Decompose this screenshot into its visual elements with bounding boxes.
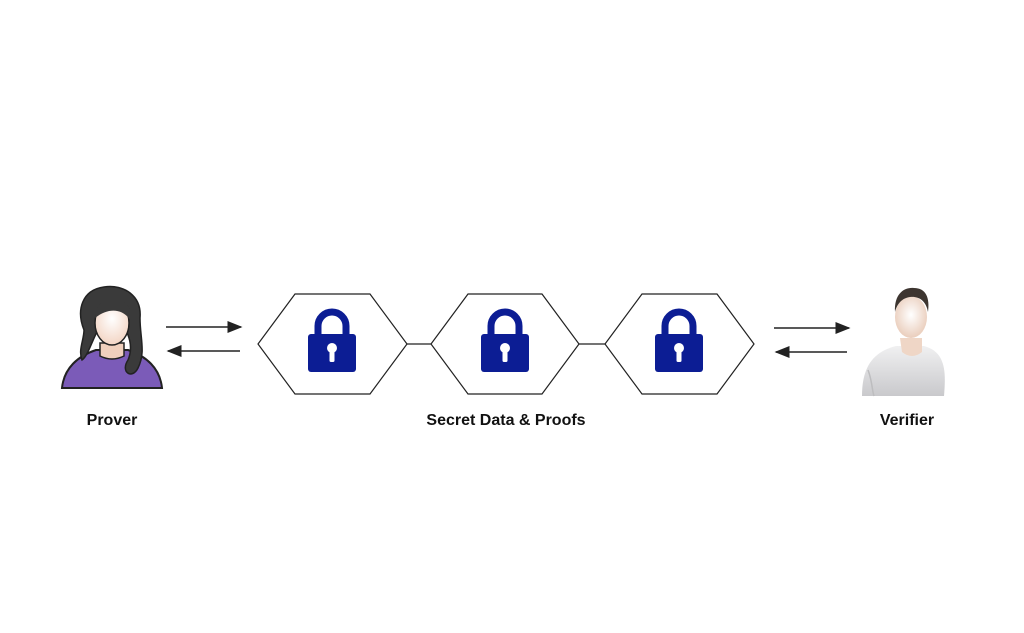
woman-avatar-icon [60, 285, 164, 389]
verifier-label: Verifier [879, 412, 935, 429]
man-avatar-icon [862, 287, 945, 397]
secret-hexagon-1 [257, 293, 408, 395]
secret-hexagon-3 [604, 293, 755, 395]
secret-data-proofs-label: Secret Data & Proofs [426, 412, 586, 429]
prover-label: Prover [86, 412, 138, 429]
secret-hexagon-2 [430, 293, 580, 395]
